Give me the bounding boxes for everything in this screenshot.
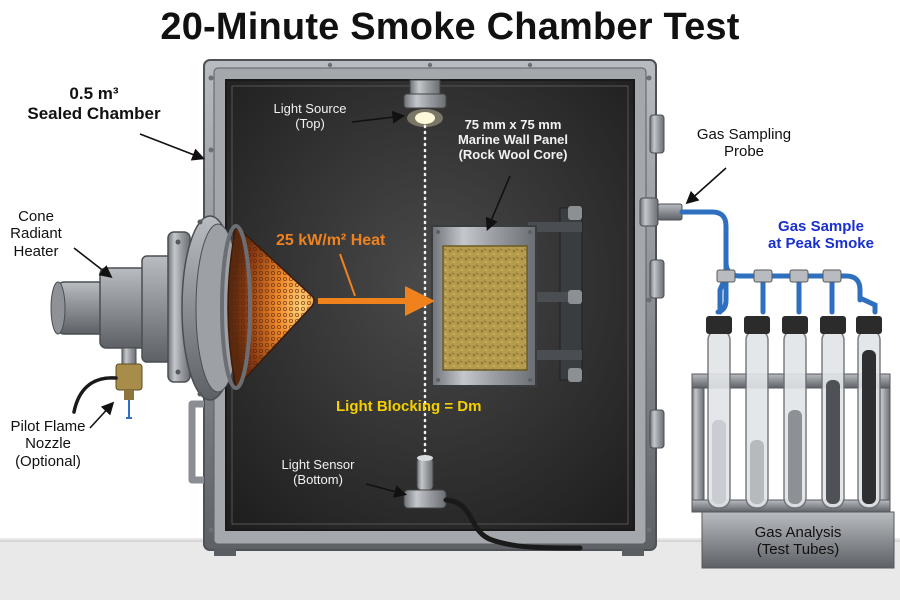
heat-flux-label: 25 kW/m² Heat — [276, 232, 386, 249]
heater-label-line: Radiant — [10, 225, 62, 243]
leader-heater — [73, 247, 113, 278]
rack-base — [701, 511, 895, 569]
panel-label: 75 mm x 75 mm Marine Wall Panel (Rock Wo… — [448, 117, 578, 163]
gas-sample-label: Gas Sample at Peak Smoke — [754, 218, 888, 253]
leader-probe — [685, 167, 727, 205]
leader-chamber — [139, 133, 205, 161]
test-tube — [782, 316, 808, 509]
probe-label-line: Probe — [723, 143, 765, 161]
test-tube-rack — [691, 373, 895, 569]
leader-light-sensor — [365, 483, 408, 498]
light-sensor-label: Light Sensor (Bottom) — [260, 457, 376, 488]
diagram-title: 20-Minute Smoke Chamber Test — [160, 6, 740, 48]
gas-line-fittings — [716, 269, 842, 283]
heater-label: Cone Radiant Heater — [0, 208, 72, 260]
light-source-label: Light Source (Top) — [250, 101, 370, 132]
sample-holder — [431, 206, 583, 387]
test-tube — [744, 316, 770, 509]
panel-label-line: 75 mm x 75 mm — [464, 117, 562, 132]
leader-light-source — [351, 110, 406, 124]
light-sensor-label-line: Light Sensor — [281, 457, 355, 472]
panel-label-line: Marine Wall Panel — [457, 131, 569, 147]
panel-label-line: (Rock Wool Core) — [458, 146, 568, 162]
pilot-flame-nozzle — [72, 347, 143, 419]
door-hinges — [649, 114, 665, 449]
cone-heater — [50, 215, 315, 401]
chamber-label: 0.5 m³ Sealed Chamber — [6, 84, 182, 123]
heat-label-leader — [339, 253, 356, 297]
gas-analysis-label-line: Gas Analysis — [754, 524, 842, 541]
light-blocking-label: Light Blocking = Dm — [336, 398, 482, 415]
pilot-label-line: (Optional) — [15, 452, 81, 470]
leader-pilot — [89, 401, 115, 429]
test-tubes — [706, 316, 882, 509]
leader-panel — [485, 175, 511, 231]
heater-label-line: Cone — [18, 208, 54, 225]
chamber-volume-text: 0.5 m³ — [69, 84, 119, 103]
chamber-sealed-text: Sealed Chamber — [27, 103, 161, 123]
leader-lines — [73, 110, 727, 498]
test-tube — [820, 316, 846, 509]
gas-sample-label-line: at Peak Smoke — [768, 235, 874, 253]
light-source-label-line: Light Source — [273, 101, 347, 116]
probe-label-line: Gas Sampling — [696, 126, 792, 143]
rock-wool-panel — [442, 245, 528, 371]
test-tube — [706, 316, 732, 509]
pilot-label-line: Pilot Flame — [10, 418, 86, 435]
pilot-label-line: Nozzle — [25, 435, 71, 453]
gas-sampling-probe — [639, 197, 683, 227]
probe-label: Gas Sampling Probe — [686, 126, 802, 161]
gas-analysis-label-line: (Test Tubes) — [756, 541, 840, 559]
light-sensor — [403, 455, 583, 551]
light-source — [403, 79, 447, 127]
chamber-handle — [188, 400, 204, 484]
gas-analysis-label: Gas Analysis (Test Tubes) — [712, 524, 884, 559]
light-source-label-line: (Top) — [295, 115, 325, 131]
light-sensor-label-line: (Bottom) — [293, 471, 343, 487]
test-tube — [856, 316, 882, 509]
gas-sample-label-line: Gas Sample — [778, 218, 864, 235]
pilot-label: Pilot Flame Nozzle (Optional) — [0, 418, 96, 470]
heater-label-line: Heater — [13, 242, 59, 260]
